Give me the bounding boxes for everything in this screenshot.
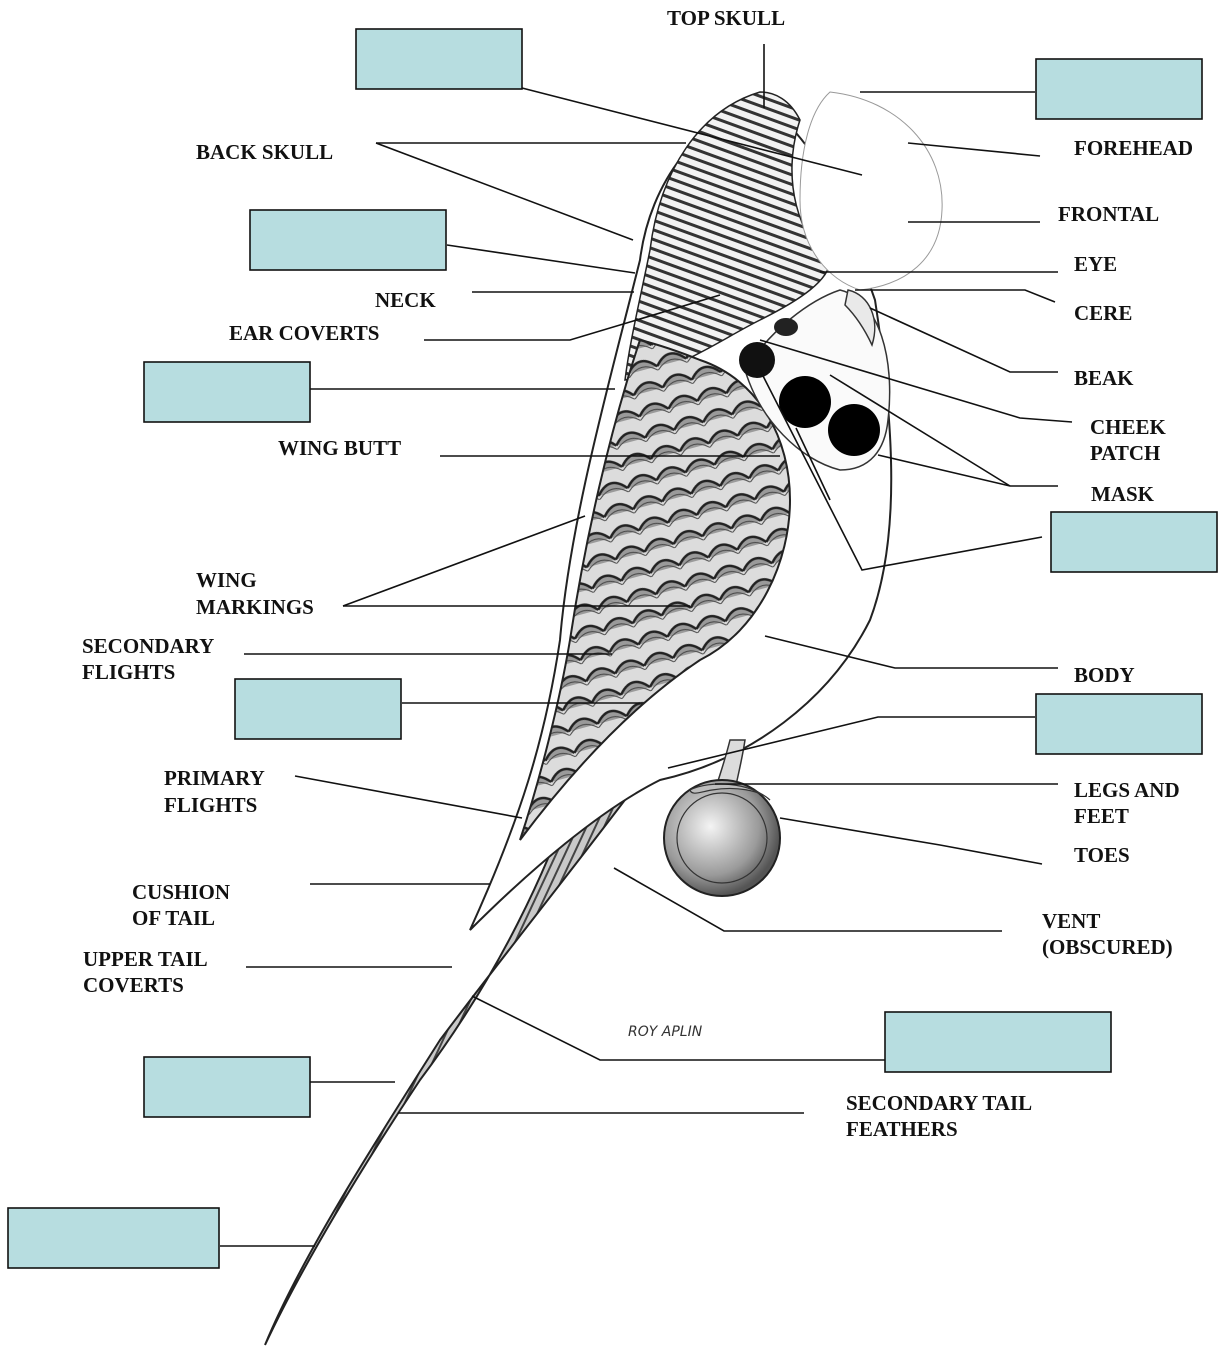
eye (774, 318, 798, 336)
leader-primary-flights (295, 776, 522, 818)
label-legs-and-feet-line2: FEET (1074, 804, 1129, 828)
label-vent-line1: VENT (1042, 909, 1100, 933)
label-toes: TOES (1074, 843, 1130, 867)
label-secondary-tail-feathers-line2: FEATHERS (846, 1117, 958, 1141)
label-eye: EYE (1074, 252, 1117, 276)
label-top-skull: TOP SKULL (667, 6, 785, 30)
answer-box-1[interactable] (356, 29, 522, 89)
answer-box-2[interactable] (1036, 59, 1202, 119)
label-wing-markings-line1: WING (196, 568, 257, 592)
answer-box-10[interactable] (8, 1208, 219, 1268)
label-back-skull: BACK SKULL (196, 140, 333, 164)
leader-wing-markings-a (343, 516, 585, 606)
answer-box-3[interactable] (250, 210, 446, 270)
label-upper-tail-coverts-line2: COVERTS (83, 973, 184, 997)
answer-box-4[interactable] (144, 362, 310, 422)
answer-box-5[interactable] (1051, 512, 1217, 572)
label-vent-line2: (OBSCURED) (1042, 935, 1173, 959)
face-mask (800, 92, 942, 290)
label-upper-tail-coverts-line1: UPPER TAIL (83, 947, 208, 971)
label-secondary-tail-feathers-line1: SECONDARY TAIL (846, 1091, 1032, 1115)
answer-box-8[interactable] (885, 1012, 1111, 1072)
label-wing-markings-line2: MARKINGS (196, 595, 314, 619)
label-cushion-of-tail-line2: OF TAIL (132, 906, 215, 930)
cheek-patch (739, 342, 775, 378)
label-secondary-flights-line1: SECONDARY (82, 634, 214, 658)
artist-signature: ROY APLIN (628, 1024, 703, 1040)
label-secondary-flights-line2: FLIGHTS (82, 660, 175, 684)
leader-vent (614, 868, 1002, 931)
label-cere: CERE (1074, 301, 1132, 325)
answer-box-6[interactable] (235, 679, 401, 739)
label-primary-flights-line2: FLIGHTS (164, 793, 257, 817)
label-frontal: FRONTAL (1058, 202, 1159, 226)
label-forehead: FOREHEAD (1074, 136, 1193, 160)
label-neck: NECK (375, 288, 436, 312)
label-cheek-patch-line2: PATCH (1090, 441, 1160, 465)
label-wing-butt: WING BUTT (278, 436, 401, 460)
leader-beak (870, 308, 1058, 372)
leader-toes (780, 818, 1042, 864)
label-body: BODY (1074, 663, 1135, 687)
leader-cere (855, 290, 1055, 302)
label-legs-and-feet-line1: LEGS AND (1074, 778, 1180, 802)
label-primary-flights-line1: PRIMARY (164, 766, 265, 790)
label-beak: BEAK (1074, 366, 1134, 390)
perch (664, 780, 780, 896)
label-cushion-of-tail-line1: CUSHION (132, 880, 230, 904)
leader-box-3 (447, 245, 635, 273)
answer-box-7[interactable] (1036, 694, 1202, 754)
throat-spot-2 (828, 404, 880, 456)
label-mask: MASK (1091, 482, 1155, 506)
label-cheek-patch-line1: CHEEK (1090, 415, 1167, 439)
label-ear-coverts: EAR COVERTS (229, 321, 379, 345)
throat-spot-1 (779, 376, 831, 428)
answer-box-9[interactable] (144, 1057, 310, 1117)
